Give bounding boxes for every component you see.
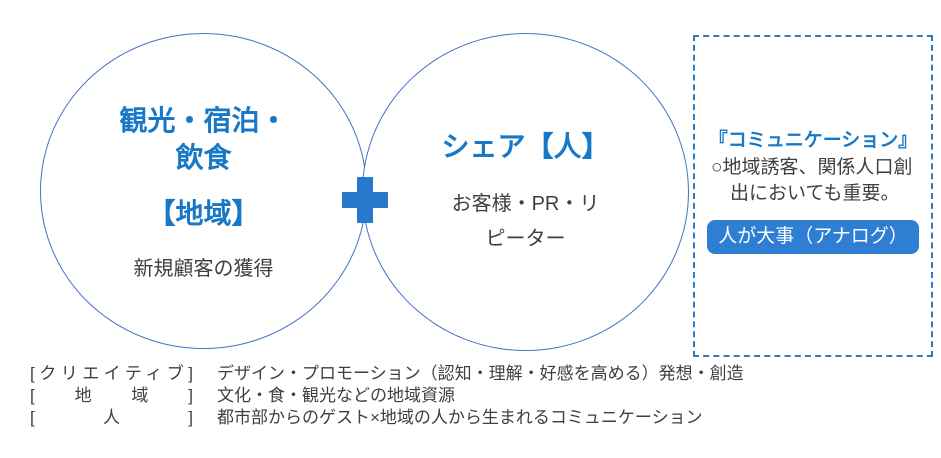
share-circle: シェア【人】 お客様・PR・リ ピーター <box>362 33 689 351</box>
right-circle-subtitle: お客様・PR・リ ピーター <box>451 192 600 250</box>
legend-desc-region: 文化・食・観光などの地域資源 <box>217 386 455 405</box>
legend-row-people: [ 人 ] 都市部からのゲスト×地域の人から生まれるコミュニケーション <box>30 407 744 429</box>
left-circle-title: 観光・宿泊・ 飲食 <box>119 104 288 173</box>
people-matter-button[interactable]: 人が大事（アナログ） <box>707 220 919 254</box>
communication-panel-title: 『コミュニケーション』 <box>708 130 918 151</box>
left-circle-subtitle: 新規顧客の獲得 <box>133 257 274 280</box>
left-circle-bracket-label: 【地域】 <box>147 197 260 229</box>
legend-row-region: [ 地 域 ] 文化・食・観光などの地域資源 <box>30 385 744 407</box>
legend: [クリエイティブ] デザイン・プロモーション（認知・理解・好感を高める）発想・創… <box>30 363 744 429</box>
right-circle-title: シェア【人】 <box>441 130 610 162</box>
legend-desc-creative: デザイン・プロモーション（認知・理解・好感を高める）発想・創造 <box>217 364 744 383</box>
communication-panel-body: ○地域誘客、関係人口創 出においても重要。 <box>711 157 913 204</box>
legend-desc-people: 都市部からのゲスト×地域の人から生まれるコミュニケーション <box>217 408 703 427</box>
legend-row-creative: [クリエイティブ] デザイン・プロモーション（認知・理解・好感を高める）発想・創… <box>30 363 744 385</box>
communication-panel: 『コミュニケーション』 ○地域誘客、関係人口創 出においても重要。 人が大事（ア… <box>693 35 933 357</box>
region-circle: 観光・宿泊・ 飲食 【地域】 新規顧客の獲得 <box>40 33 367 349</box>
legend-label-creative: [クリエイティブ] <box>30 364 193 383</box>
plus-icon <box>342 177 388 223</box>
legend-label-people: [ 人 ] <box>30 408 193 427</box>
legend-label-region: [ 地 域 ] <box>30 386 193 405</box>
